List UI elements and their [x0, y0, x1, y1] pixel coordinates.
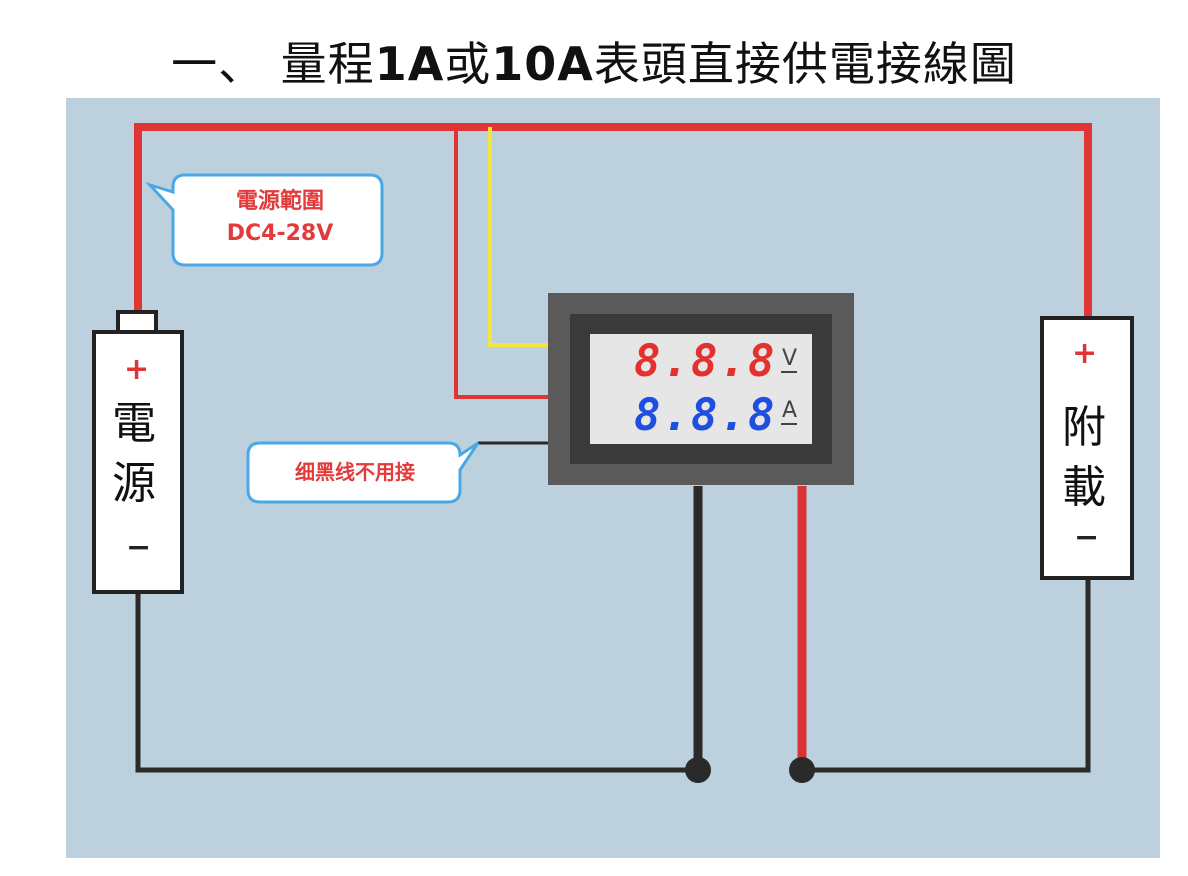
meter-display [590, 334, 812, 444]
black-supply-wire [135, 592, 698, 773]
black-lead-callout [246, 441, 480, 504]
power-range-callout-text: 電源範圍 DC4-28V [190, 186, 370, 250]
load-label-char2: 載 [1062, 462, 1106, 513]
supply-plus-sign: + [124, 352, 150, 387]
supply-body [92, 330, 184, 594]
load-minus-sign: − [1074, 520, 1100, 555]
supply-minus-sign: − [126, 530, 152, 565]
power-range-callout [145, 173, 384, 267]
black-lead-callout-text: 细黑线不用接 [295, 460, 415, 484]
page-title: 一、 量程1A或10A表頭直接供電接線圖 [171, 37, 1017, 91]
red-supply-wire [134, 123, 1092, 318]
load-body [1040, 316, 1134, 580]
junction-dot-right [789, 757, 815, 783]
voltage-unit: V [782, 346, 798, 371]
voltage-readout: 8.8.8 [634, 336, 777, 387]
power-range-line1: 電源範圍 [235, 189, 324, 214]
supply-label-char2: 源 [112, 458, 156, 509]
current-unit: A [782, 398, 798, 423]
junction-dot-left [685, 757, 711, 783]
power-range-line2: DC4-28V [226, 221, 334, 246]
red-meter-lead [454, 127, 550, 399]
supply-label-char1: 電 [112, 398, 156, 449]
black-load-wire [802, 578, 1091, 773]
load-plus-sign: + [1072, 336, 1098, 371]
yellow-meter-lead [488, 127, 550, 347]
current-readout: 8.8.8 [634, 390, 777, 441]
load-label-char1: 附 [1062, 402, 1106, 453]
